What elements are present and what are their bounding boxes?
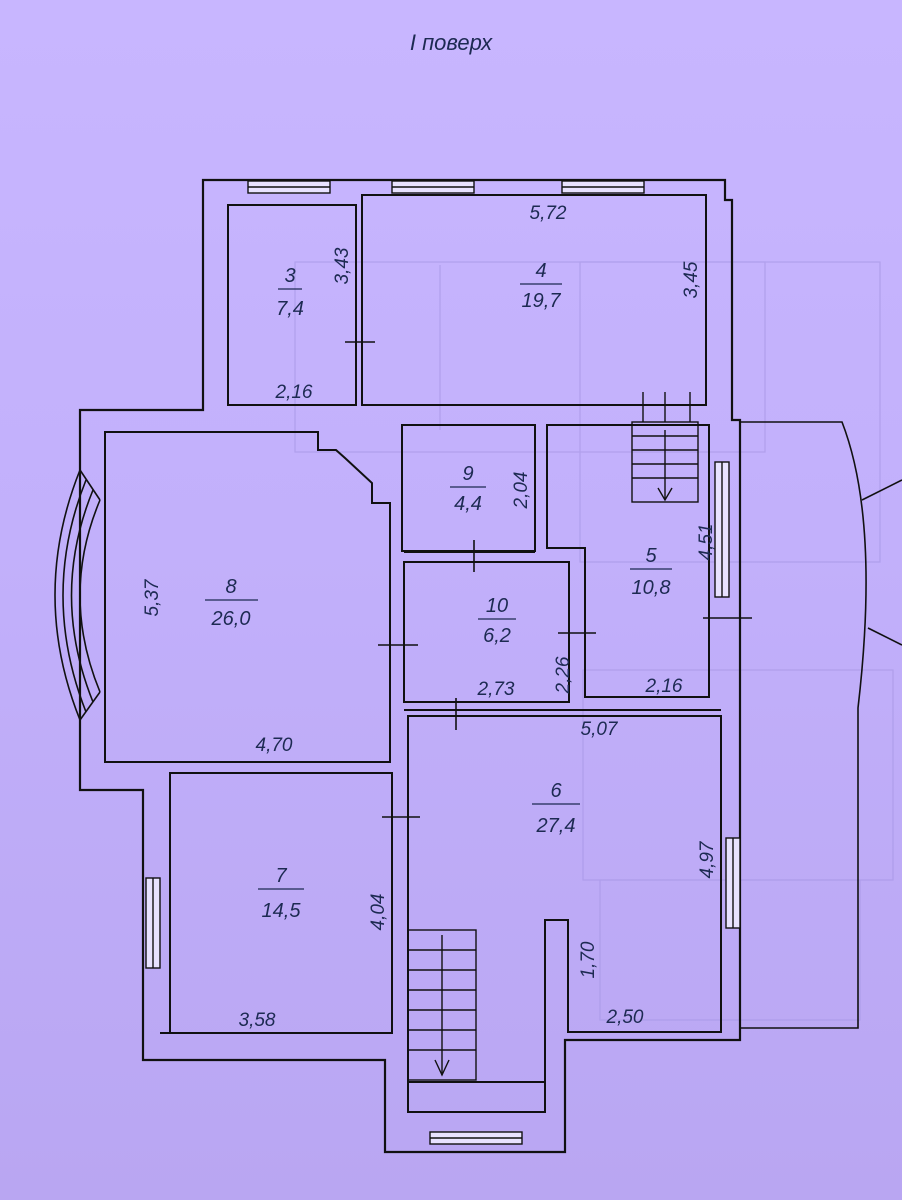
room-4-outline [361,194,707,406]
room-9-area: 4,4 [454,493,482,515]
room-8-area: 26,0 [211,608,251,630]
dim-r7-right: 4,04 [368,894,389,931]
room-10-number: 10 [486,595,508,617]
dim-r4-top: 5,72 [530,203,567,224]
room-5-outline [546,424,710,698]
terrace [740,421,902,1029]
windows [145,180,741,1145]
dim-r5-right: 4,51 [696,524,717,561]
dim-r4-right: 3,45 [681,261,702,298]
room-5-area: 10,8 [632,577,671,599]
dim-r6-inner: 1,70 [578,941,599,978]
room-3-area: 7,4 [276,298,304,320]
dim-r3-right: 3,43 [332,247,353,284]
dim-r3-bottom: 2,16 [275,382,313,403]
dim-r8-bottom: 4,70 [256,735,293,756]
dimension-labels: 5,72 3,43 3,45 2,16 2,04 4,51 5,37 2,26 … [142,203,718,1031]
bay-window [54,469,101,721]
room-5-number: 5 [645,545,657,567]
room-3-number: 3 [284,265,295,287]
room-10-area: 6,2 [483,625,511,647]
room-8-outline [104,431,391,763]
dim-r7-bottom: 3,58 [239,1010,276,1031]
room-9-number: 9 [462,463,473,485]
room-8-number: 8 [225,576,236,598]
dim-r9-right: 2,04 [511,472,532,510]
room-3-outline [227,204,357,406]
room-4-area: 19,7 [522,290,562,312]
room-labels: 3 7,4 4 19,7 8 26,0 9 4,4 5 10,8 10 6,2 … [205,260,672,922]
dim-r6-right: 4,97 [697,840,718,878]
dim-r8-left: 5,37 [142,578,163,616]
room-6-area: 27,4 [536,815,576,837]
floor-title: I поверх [409,30,493,55]
dim-r6-bottom: 2,50 [606,1007,644,1028]
dim-r5-bottom: 2,16 [645,676,683,697]
room-outlines [104,194,722,1152]
door-marks [345,341,752,818]
room-10-outline [403,561,570,703]
room-7-number: 7 [275,865,287,887]
dim-r10-bottom: 2,73 [477,679,515,700]
room-7-area: 14,5 [262,900,302,922]
background-ghost-lines [294,261,894,1021]
stair-lower [407,929,477,1081]
dim-r10-right: 2,26 [553,656,574,694]
dim-r6-top: 5,07 [581,719,619,740]
room-4-number: 4 [535,260,546,282]
room-6-number: 6 [550,780,562,802]
stair-upper [631,392,699,503]
room-6-outline [407,715,722,1113]
